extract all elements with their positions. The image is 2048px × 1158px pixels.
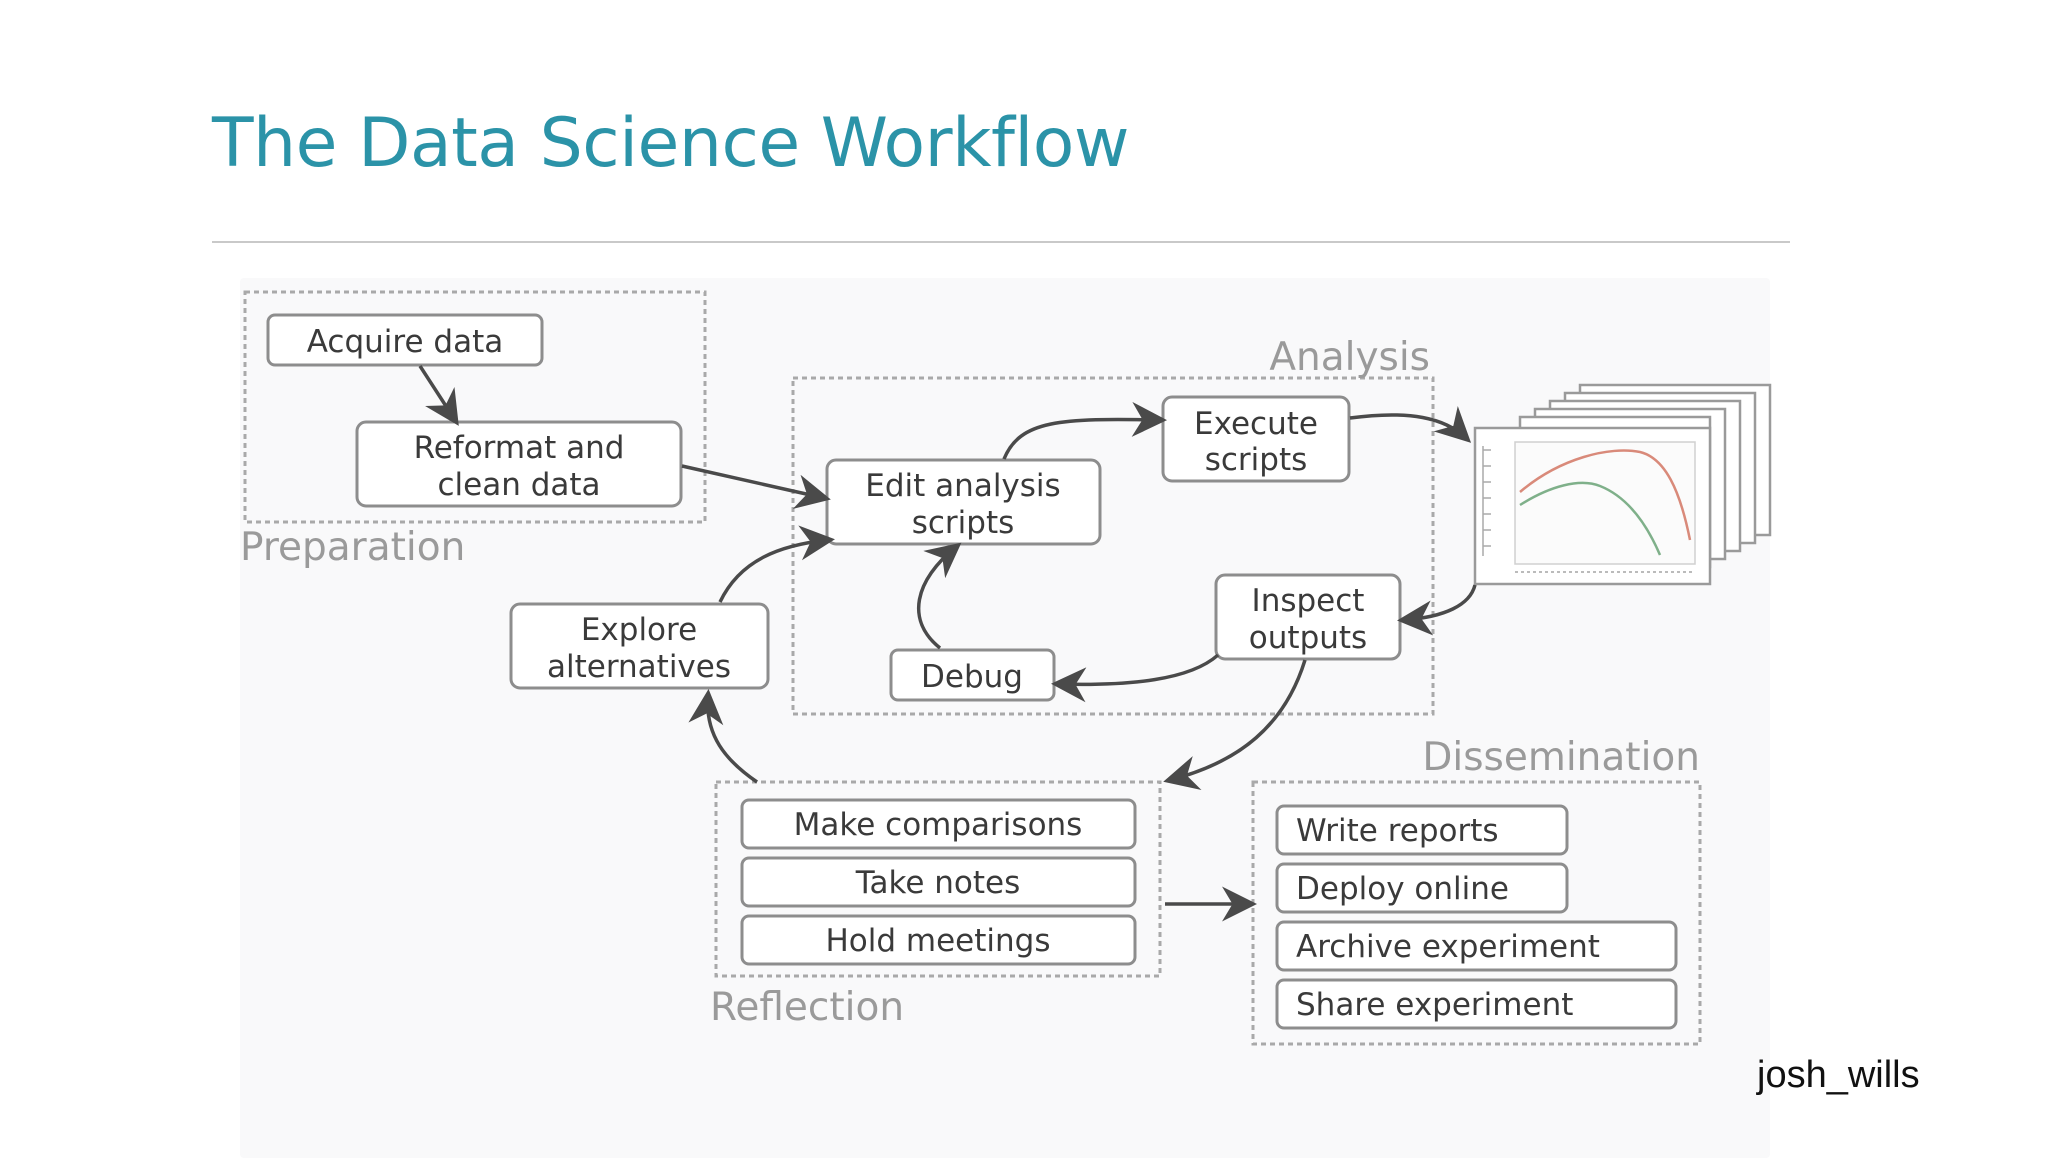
step-reformat-line-2: clean data (437, 467, 600, 503)
step-edit-line-2: scripts (912, 505, 1015, 541)
step-share-experiment-line-1: Share experiment (1296, 987, 1573, 1023)
step-write-reports-line-1: Write reports (1296, 813, 1499, 849)
arrow-reformat-to-edit (681, 464, 831, 509)
step-inspect-outputs: Inspect outputs (1214, 573, 1402, 661)
step-explore-alternatives: Explore alternatives (509, 602, 770, 690)
title-divider (212, 241, 1790, 243)
arrow-debug-to-edit (916, 542, 962, 650)
author-credit: josh_wills (1757, 1054, 1920, 1096)
arrow-explore-to-edit (718, 525, 835, 603)
step-execute-scripts: Execute scripts (1161, 395, 1351, 483)
step-take-notes: Take notes (740, 856, 1137, 908)
step-edit-analysis-scripts: Edit analysis scripts (825, 458, 1102, 546)
arrow-inspect-to-reflection (1163, 659, 1307, 790)
arrow-inspect-to-debug (1051, 653, 1220, 703)
preparation-region: Preparation (240, 290, 707, 570)
step-explore-line-2: alternatives (547, 649, 731, 685)
step-edit-line-1: Edit analysis (865, 468, 1060, 504)
step-write-reports: Write reports (1275, 804, 1569, 856)
step-acquire-data-line-1: Acquire data (307, 324, 503, 360)
dissemination-region: Dissemination (1251, 735, 1702, 1046)
step-make-comparisons-line-1: Make comparisons (794, 807, 1083, 843)
step-debug: Debug (889, 648, 1056, 702)
step-share-experiment: Share experiment (1275, 978, 1678, 1030)
step-hold-meetings-line-1: Hold meetings (825, 923, 1050, 959)
step-make-comparisons: Make comparisons (740, 798, 1137, 850)
preparation-label: Preparation (240, 525, 465, 570)
arrow-acquire-to-reformat (418, 365, 459, 426)
step-archive-experiment: Archive experiment (1275, 920, 1678, 972)
reflection-label: Reflection (710, 985, 904, 1030)
analysis-region: Analysis (791, 335, 1435, 716)
dissemination-label: Dissemination (1422, 735, 1700, 780)
step-take-notes-line-1: Take notes (855, 865, 1021, 901)
analysis-label: Analysis (1269, 335, 1430, 380)
arrow-execute-to-plots (1349, 406, 1472, 443)
step-hold-meetings: Hold meetings (740, 914, 1137, 966)
arrow-plots-to-inspect (1397, 584, 1477, 636)
step-execute-line-2: scripts (1205, 442, 1308, 478)
step-execute-line-1: Execute (1194, 406, 1318, 442)
step-acquire-data: Acquire data (266, 313, 544, 367)
step-archive-experiment-line-1: Archive experiment (1296, 929, 1600, 965)
step-explore-line-1: Explore (581, 612, 697, 648)
step-deploy-online-line-1: Deploy online (1296, 871, 1509, 907)
step-inspect-line-2: outputs (1249, 620, 1367, 656)
step-inspect-line-1: Inspect (1252, 583, 1365, 619)
stacked-plot-sheets-icon (1473, 383, 1772, 586)
slide-title: The Data Science Workflow (212, 104, 1130, 183)
step-reformat-clean-data: Reformat and clean data (355, 420, 683, 508)
step-reformat-line-1: Reformat and (414, 430, 625, 466)
plot-curve-red (1519, 449, 1692, 541)
step-debug-line-1: Debug (921, 659, 1023, 695)
plot-curve-green (1519, 481, 1662, 556)
reflection-region: Reflection (710, 780, 1162, 1030)
arrow-edit-to-execute (1002, 401, 1167, 460)
arrow-reflection-to-explore (688, 689, 758, 784)
step-deploy-online: Deploy online (1275, 862, 1569, 914)
